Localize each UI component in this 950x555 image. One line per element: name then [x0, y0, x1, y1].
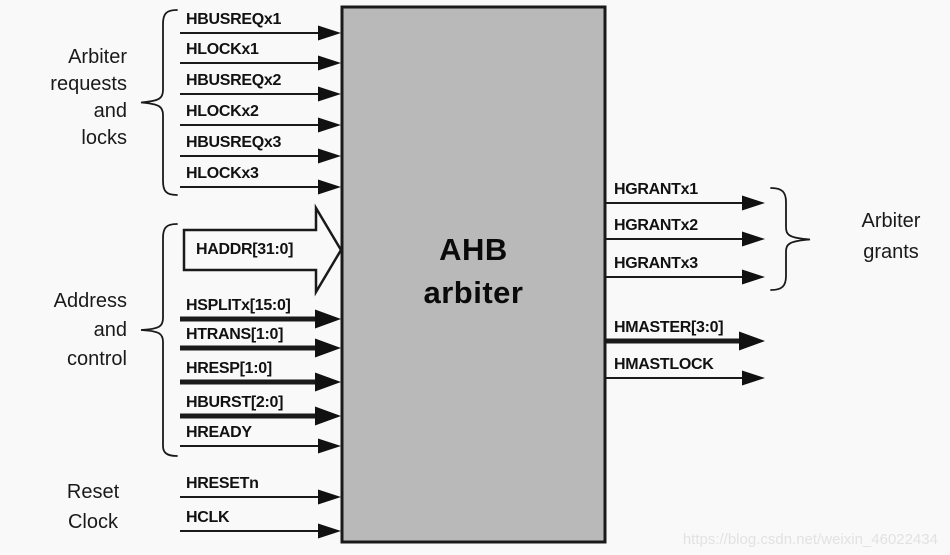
input-arrow-hready	[180, 438, 341, 454]
watermark-text: https://blog.csdn.net/weixin_46022434	[682, 531, 938, 548]
output-hgrantx2-label: HGRANTx2	[614, 217, 698, 234]
input-hbusreqx3-label: HBUSREQx3	[186, 134, 282, 151]
input-hresetn-label: HRESETn	[186, 475, 259, 492]
input-arrow-hresetn	[180, 489, 341, 505]
requests-brace	[140, 9, 178, 196]
input-hready-label: HREADY	[186, 424, 252, 441]
output-hgrantx1-label: HGRANTx1	[614, 181, 698, 198]
group-label-address-line: Address	[53, 290, 127, 312]
group-label-reset-line: Reset	[66, 481, 120, 503]
input-hsplitx-label: HSPLITx[15:0]	[186, 297, 291, 314]
output-hmastlock-label: HMASTLOCK	[614, 356, 714, 373]
input-arrow-hlockx2	[180, 117, 341, 133]
arbiter-block	[340, 5, 607, 544]
output-hgrantx3-label: HGRANTx3	[614, 255, 698, 272]
group-label-requests-line: requests	[50, 73, 127, 95]
grants-brace	[770, 187, 811, 291]
address-brace	[140, 223, 178, 457]
group-label-requests: Arbiter requests and locks	[8, 44, 127, 152]
group-label-clock-line: Clock	[67, 511, 118, 533]
output-arrow-hgrantx3	[606, 269, 765, 285]
input-arrow-hbusreqx1	[180, 25, 341, 41]
group-label-requests-line: locks	[81, 127, 127, 149]
input-arrow-htrans	[180, 338, 341, 358]
input-arrow-hbusreqx2	[180, 86, 341, 102]
group-label-grants-line: Arbiter	[861, 210, 921, 232]
group-label-grants: Arbiter grants	[830, 206, 950, 268]
output-arrow-hgrantx2	[606, 231, 765, 247]
input-hlockx1-label: HLOCKx1	[186, 41, 259, 58]
input-hclk-label: HCLK	[186, 509, 230, 526]
output-arrow-hmaster	[606, 331, 765, 351]
input-htrans-label: HTRANS[1:0]	[186, 326, 284, 343]
output-hmaster-label: HMASTER[3:0]	[614, 319, 724, 336]
arbiter-block-title: AHB arbiter	[342, 228, 605, 314]
input-hresp-label: HRESP[1:0]	[186, 360, 272, 377]
input-arrow-hbusreqx3	[180, 148, 341, 164]
input-arrow-hresp	[180, 372, 341, 392]
group-label-address-line: and	[93, 319, 127, 341]
input-hlockx2-label: HLOCKx2	[186, 103, 259, 120]
haddr-bus-arrow	[182, 203, 343, 297]
group-label-grants-line: grants	[863, 241, 919, 263]
group-label-requests-line: Arbiter	[68, 46, 127, 68]
input-hbusreqx1-label: HBUSREQx1	[186, 11, 282, 28]
group-label-address: Address and control	[8, 287, 127, 374]
arbiter-block-title-line2: arbiter	[423, 275, 524, 310]
group-label-reset-clock: Reset Clock	[32, 477, 154, 537]
input-arrow-hclk	[180, 523, 341, 539]
input-hbusreqx2-label: HBUSREQx2	[186, 72, 282, 89]
input-haddr-label: HADDR[31:0]	[196, 241, 294, 258]
input-arrow-hlockx3	[180, 179, 341, 195]
group-label-requests-line: and	[93, 100, 127, 122]
input-hburst-label: HBURST[2:0]	[186, 394, 284, 411]
input-arrow-hlockx1	[180, 55, 341, 71]
output-arrow-hmastlock	[606, 370, 765, 386]
input-arrow-hburst	[180, 406, 341, 426]
group-label-address-line: control	[66, 348, 127, 370]
output-arrow-hgrantx1	[606, 195, 765, 211]
input-hlockx3-label: HLOCKx3	[186, 165, 259, 182]
input-arrow-hsplitx	[180, 309, 341, 329]
arbiter-block-title-line1: AHB	[439, 232, 508, 267]
